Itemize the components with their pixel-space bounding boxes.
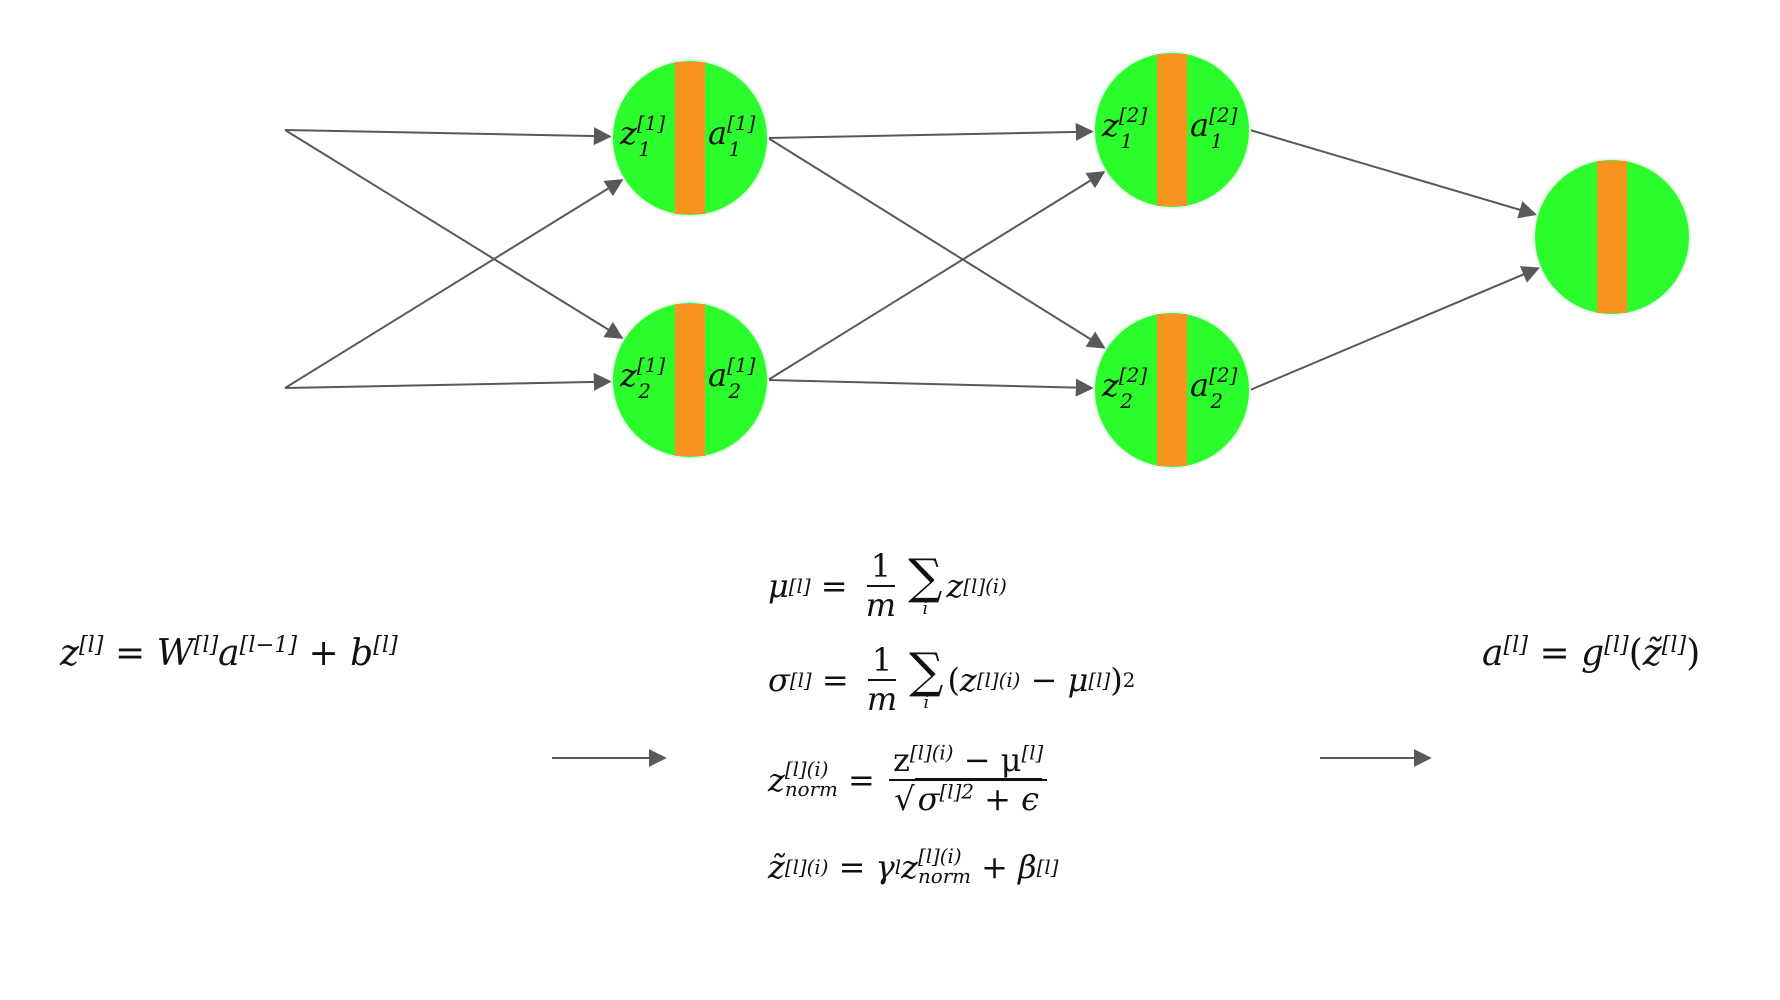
batch-norm-bar <box>675 62 705 214</box>
edge-n12-n22 <box>767 378 1094 397</box>
edge-n21-out <box>1249 129 1538 219</box>
linear-equation: z[l] = W[l]a[l−1] + b[l] <box>60 632 398 674</box>
edge-in2-n12 <box>284 372 612 391</box>
node-n21: z[2]1 a[2]1 <box>1093 51 1251 209</box>
normalize-equation: z[l](i)norm = z[l](i) − μ[l] √σ[l]2 + ϵ <box>768 728 1135 832</box>
edge-n12-n21 <box>767 171 1106 381</box>
batch-norm-bar <box>1157 54 1187 206</box>
edge-n11-n22 <box>767 137 1106 349</box>
batch-norm-bar <box>1597 161 1627 313</box>
node-n11: z[1]1 a[1]1 <box>611 59 769 217</box>
node-out <box>1533 158 1691 316</box>
node-n22: z[2]2 a[2]2 <box>1093 311 1251 469</box>
activation-equation: a[l] = g[l](z̃[l]) <box>1482 632 1701 674</box>
node-z-label: z[2]1 <box>1101 103 1147 153</box>
batch-norm-bar <box>1157 314 1187 466</box>
node-a-label: a[1]1 <box>708 111 756 161</box>
node-a-label: a[2]1 <box>1190 103 1238 153</box>
node-n12: z[1]2 a[1]2 <box>611 301 769 459</box>
edge-in2-n11 <box>284 179 624 389</box>
node-a-label: a[2]2 <box>1190 363 1238 413</box>
edge-n11-n21 <box>767 122 1094 141</box>
edge-n22-out <box>1249 266 1540 391</box>
node-a-label: a[1]2 <box>708 353 756 403</box>
edge-in1-n11 <box>284 127 612 146</box>
node-z-label: z[1]1 <box>619 111 665 161</box>
node-z-label: z[2]2 <box>1101 363 1147 413</box>
node-z-label: z[1]2 <box>619 353 665 403</box>
edge-in1-n12 <box>284 129 624 339</box>
batch-norm-bar <box>675 304 705 456</box>
